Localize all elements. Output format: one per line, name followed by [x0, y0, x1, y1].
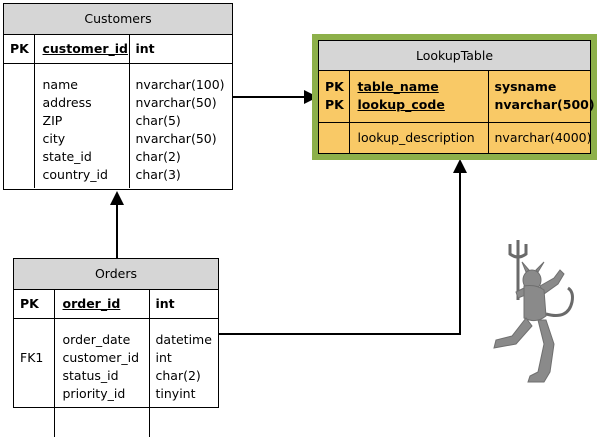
customers-lookup-arrowhead	[304, 90, 318, 104]
customers-type: char(5)	[135, 113, 181, 128]
orders-title: Orders	[14, 259, 218, 290]
orders-pk-field: order_id	[54, 290, 149, 319]
customers-field: state_id	[42, 149, 92, 164]
customers-title: Customers	[4, 4, 232, 35]
customers-type: char(2)	[135, 149, 181, 164]
orders-pk-marker: PK	[14, 290, 55, 319]
orders-field: customer_id	[62, 350, 140, 365]
lookup-pk-marker: PK	[325, 79, 344, 94]
customers-type: nvarchar(50)	[135, 95, 217, 110]
lookup-field: lookup_description	[349, 122, 489, 153]
customers-field: city	[42, 131, 66, 146]
customers-pk-marker: PK	[4, 35, 35, 64]
orders-fk-marker: FK1	[20, 350, 44, 365]
lookup-pk-type: sysname	[494, 79, 557, 94]
orders-lookup-line	[219, 170, 461, 335]
orders-field: status_id	[62, 368, 119, 383]
customers-field: name	[42, 77, 78, 92]
lookup-title: LookupTable	[319, 41, 590, 71]
orders-type-list: datetime int char(2) tinyint	[156, 331, 219, 403]
relationship-lines	[110, 90, 467, 335]
orders-type: tinyint	[155, 386, 196, 401]
lookup-type: nvarchar(4000)	[494, 130, 592, 145]
lookup-pk-marker: PK	[325, 97, 344, 112]
orders-lookup-arrowhead	[453, 159, 467, 173]
lookup-pk-field: lookup_code	[357, 97, 445, 112]
customers-type: char(3)	[135, 167, 181, 182]
customers-entity[interactable]: Customers PK customer_id int name addres…	[3, 3, 233, 190]
customers-field: ZIP	[42, 113, 63, 128]
customers-field: country_id	[42, 167, 108, 182]
customers-type: nvarchar(100)	[135, 77, 225, 92]
orders-customers-arrowhead	[110, 191, 124, 205]
orders-type: int	[155, 350, 172, 365]
customers-pk-field: customer_id	[34, 35, 129, 64]
orders-type: char(2)	[155, 368, 201, 383]
orders-field-list: order_date customer_id status_id priorit…	[63, 331, 149, 403]
orders-pk-type: int	[148, 290, 218, 319]
dancing-devil-icon	[493, 240, 574, 383]
lookup-entity-highlight: LookupTable PK PK table_name lookup_code	[312, 34, 597, 160]
orders-type: datetime	[155, 332, 212, 347]
orders-entity[interactable]: Orders PK order_id int FK1 order_date cu…	[13, 258, 219, 437]
customers-type: nvarchar(50)	[135, 131, 217, 146]
customers-field: address	[42, 95, 92, 110]
lookup-pk-field: table_name	[357, 79, 439, 94]
customers-pk-type: int	[128, 35, 232, 64]
orders-field: priority_id	[62, 386, 126, 401]
customers-type-list: nvarchar(100) nvarchar(50) char(5) nvarc…	[136, 76, 233, 184]
lookup-pk-type: nvarchar(500)	[494, 97, 595, 112]
customers-field-list: name address ZIP city state_id country_i…	[43, 76, 129, 184]
lookup-entity[interactable]: LookupTable PK PK table_name lookup_code	[318, 40, 595, 154]
orders-field: order_date	[62, 332, 131, 347]
